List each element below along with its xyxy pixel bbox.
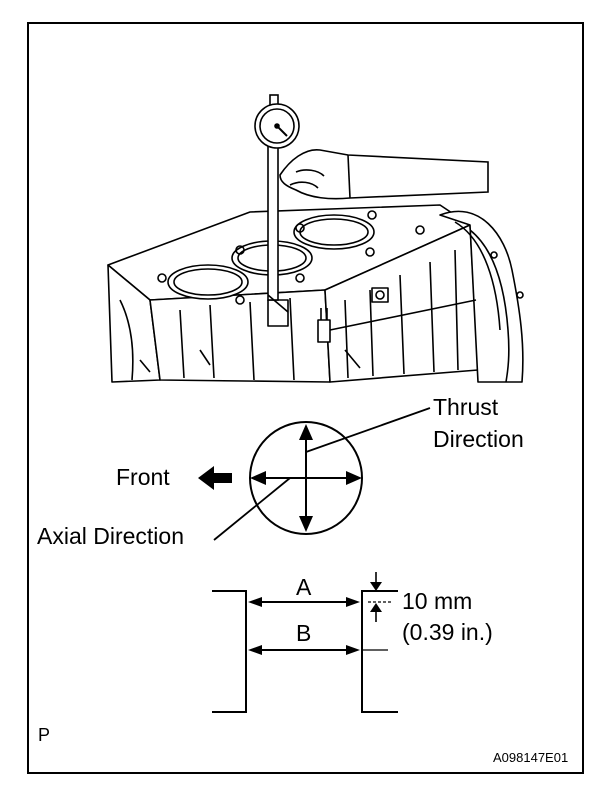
axial-direction-label: Axial Direction [37, 523, 184, 549]
thrust-label-line2: Direction [433, 426, 524, 452]
bore-circle-diagram [213, 407, 431, 541]
measurement-a-label: A [296, 574, 312, 600]
cylinder-bore-gauge-icon [254, 94, 300, 313]
measurement-position-diagram [212, 572, 398, 713]
figure-frame [27, 22, 584, 774]
front-label: Front [116, 464, 170, 490]
offset-imperial-label: (0.39 in.) [402, 619, 493, 645]
engine-block-icon [107, 204, 524, 383]
bore-wall-right [361, 590, 398, 713]
bore-wall-left [212, 590, 247, 713]
figure-id-label: A098147E01 [493, 750, 568, 765]
arrow-left-icon [198, 466, 232, 490]
measurement-b-label: B [296, 620, 311, 646]
thrust-label-line1: Thrust [433, 394, 499, 420]
corner-mark-label: P [38, 725, 50, 745]
hand-icon [279, 149, 489, 200]
offset-metric-label: 10 mm [402, 588, 472, 614]
